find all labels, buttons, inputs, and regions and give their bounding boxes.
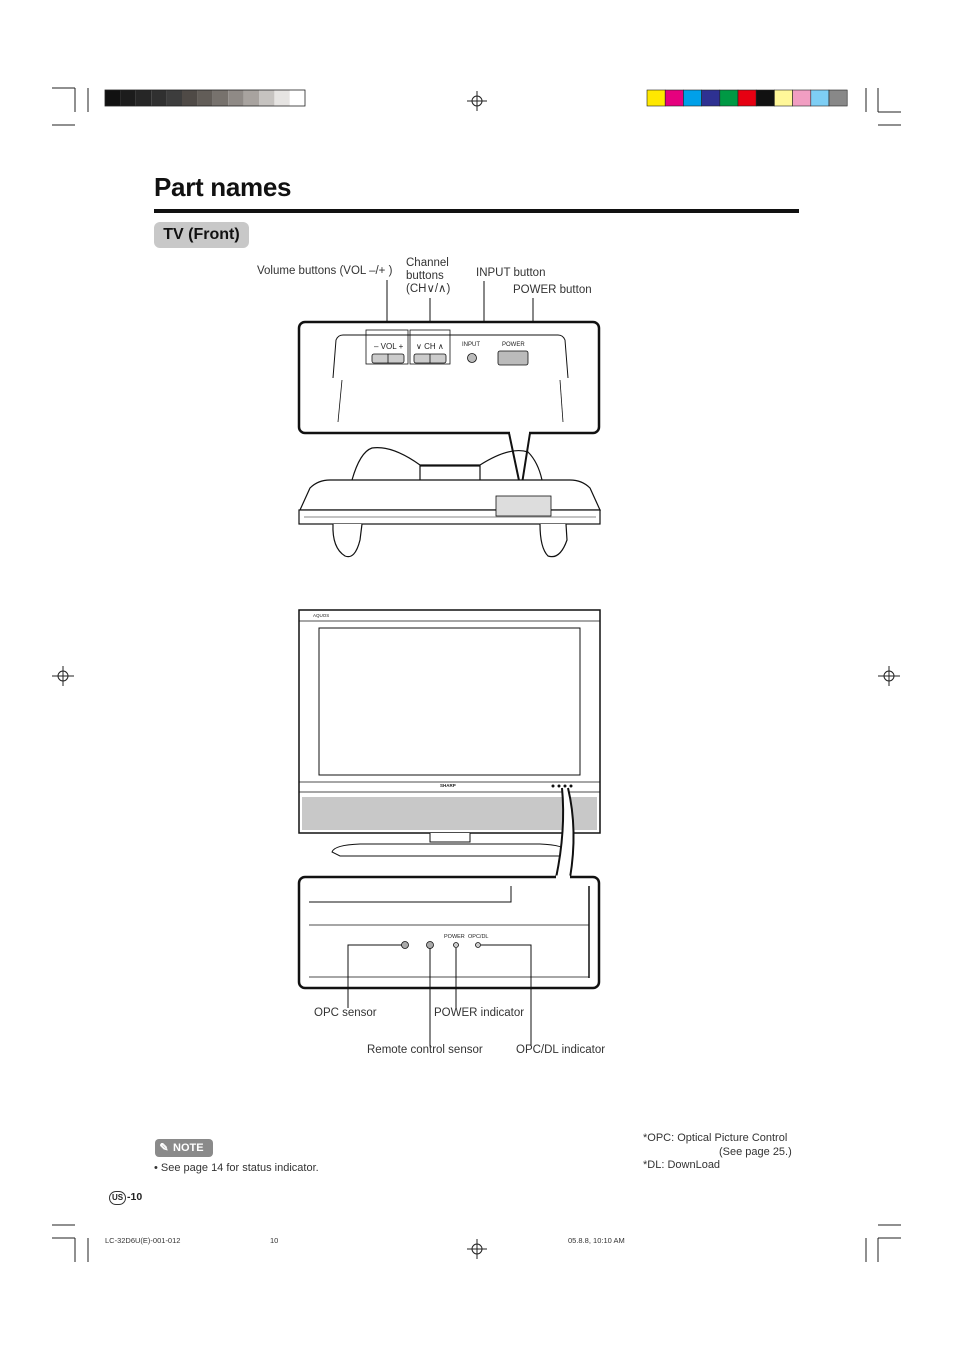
note-badge: ✎ NOTE [155,1139,213,1157]
footer-page: 10 [270,1236,279,1245]
calibration-swatch [151,90,167,106]
panel-input-label: INPUT [462,342,480,348]
pencil-icon: ✎ [159,1142,169,1154]
channel-buttons-label-line3: (CH∨/∧) [406,283,451,295]
calibration-swatch [105,90,121,106]
page-title: Part names [154,172,292,202]
volume-buttons-label: Volume buttons (VOL –/+ ) [257,265,393,277]
calibration-swatch [228,90,244,106]
channel-buttons-label-line1: Channel [406,257,449,269]
section-label: TV (Front) [154,222,249,248]
indicator-panel-zoom [297,787,601,990]
remote-sensor-label: Remote control sensor [367,1044,483,1056]
calibration-swatch [274,90,290,106]
opc-sensor-label: OPC sensor [314,1007,377,1019]
gray-calibration-bar [104,89,306,107]
page-number: -10 [127,1191,143,1203]
panel-power-label: POWER [502,342,525,348]
footnote-opc: *OPC: Optical Picture Control [643,1132,788,1144]
calibration-swatch [197,90,213,106]
calibration-swatch [135,90,152,106]
calibration-swatch [289,90,306,106]
panel-vol-label: – VOL + [374,342,404,351]
tv-front-view [298,609,601,857]
tv-brand-bottom: SHARP [440,783,456,788]
channel-buttons-label-line2: buttons [406,270,444,282]
footnote-dl: *DL: DownLoad [643,1159,721,1171]
note-text: • See page 14 for status indicator. [154,1162,319,1174]
calibration-swatch [166,90,182,106]
control-panel-zoom [297,320,601,491]
opcdl-indicator-label: OPC/DL indicator [516,1044,606,1056]
color-calibration-bar [646,89,848,107]
tv-brand-top: AQUOS [313,613,330,618]
footer-date: 05.8.8, 10:10 AM [568,1236,625,1245]
power-button-label: POWER button [513,284,592,296]
tv-top-view [298,447,601,558]
calibration-swatch [182,90,198,106]
registration-targets [52,91,900,1259]
note-badge-text: NOTE [173,1142,204,1154]
input-button-label: INPUT button [476,267,546,279]
footer-model: LC-32D6U(E)-001-012 [105,1236,181,1245]
calibration-swatch [120,90,136,106]
title-rule [154,209,799,213]
indicator-opcdl-label: OPC/DL [468,934,489,940]
calibration-swatch [259,90,275,106]
indicator-power-label: POWER [444,934,465,940]
calibration-swatch [243,90,259,106]
power-indicator-label: POWER indicator [434,1007,525,1019]
panel-ch-label: ∨ CH ∧ [416,342,444,351]
calibration-swatch [828,89,848,107]
calibration-swatch [212,90,229,106]
region-badge: US [109,1191,126,1205]
footnote-opc-ref: (See page 25.) [719,1146,792,1158]
